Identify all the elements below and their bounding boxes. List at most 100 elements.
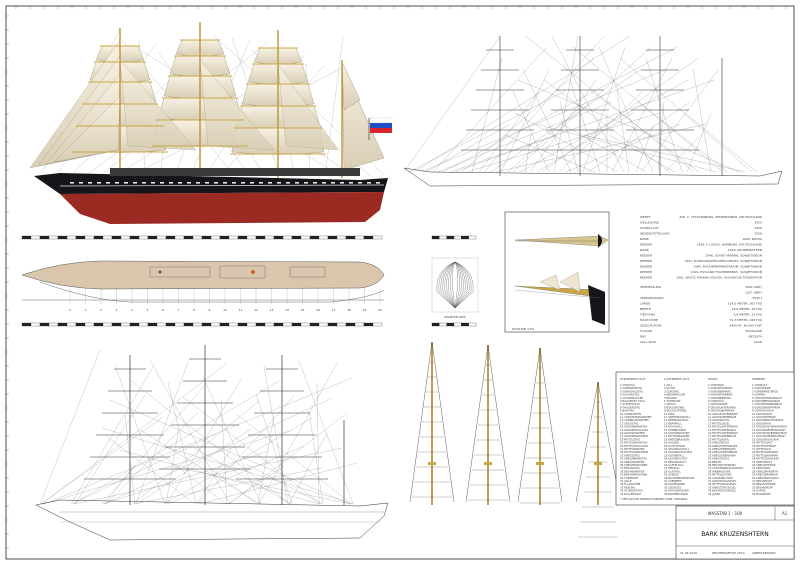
legend-item: 33 LEESEGEL <box>664 485 682 489</box>
porthole <box>196 182 200 184</box>
porthole <box>340 182 344 184</box>
rigging-line <box>512 90 550 173</box>
rigging-line <box>139 429 261 505</box>
particular-key: STAPELLAUF <box>640 226 659 230</box>
scale-segment <box>372 235 383 240</box>
scale-segment <box>30 235 41 240</box>
legend-item: 3 VORROYALSTAG <box>620 389 643 393</box>
legend-item: 22 MITTELPARDUNEN <box>620 450 648 454</box>
porthole <box>187 182 191 184</box>
porthole <box>160 182 164 184</box>
scale-segment <box>468 322 477 327</box>
legend-item: 12 OBERMARSFALL <box>664 418 689 422</box>
rigging-line <box>255 393 293 505</box>
rigging-line <box>543 79 671 173</box>
masts <box>72 22 343 178</box>
legend-item: 17 MITTELOBERBRAM <box>708 434 736 438</box>
rigging-line <box>522 68 572 173</box>
particular-key: WERFT <box>640 215 651 219</box>
station-line <box>454 261 460 309</box>
scale-segment <box>39 235 50 240</box>
legend-item: 15 MITTELOBERMARS <box>708 428 736 432</box>
rigging-line <box>684 112 758 173</box>
scale-segment <box>129 235 140 240</box>
scale-segment <box>183 235 194 240</box>
scale-segment <box>439 235 447 240</box>
particular-value: 3064 (GRT) <box>745 285 762 289</box>
scale-segment <box>111 235 122 240</box>
scale-segment <box>165 322 176 327</box>
scale-segment <box>273 235 284 240</box>
legend-item: 24 KREUZROYAL <box>708 457 730 461</box>
rigging-line <box>196 448 232 505</box>
porthole <box>88 182 92 184</box>
scale-segment <box>345 235 356 240</box>
legend-item: 29 MITTELKLÜVER <box>708 472 732 477</box>
rigging-line <box>507 101 587 173</box>
rigging-line <box>308 410 324 505</box>
particular-key: INDIENSTSTELLUNG <box>640 232 670 236</box>
frame-number: 6 <box>162 308 164 312</box>
legend-item: 25 BESANSCHOT <box>664 460 686 464</box>
rigging-line <box>71 433 217 505</box>
legend-item: 28 INNENKLÜVER <box>708 468 731 473</box>
legend-item: 11 GROSSOBERBRAM <box>708 415 736 419</box>
scale-segment <box>93 322 104 327</box>
frame-number: 15 <box>301 308 305 312</box>
rigging-line <box>167 381 197 505</box>
rigging-line <box>258 362 338 505</box>
legend-header: SPIEREN <box>752 377 765 381</box>
particular-value: 1257 (NRT) <box>745 291 762 295</box>
scale-segment <box>309 322 320 327</box>
legend-item: 21 KREUZOBERMARS <box>708 447 736 451</box>
scale-segment <box>282 235 293 240</box>
legend-item: 5 AUSSENKLÜVER <box>620 395 643 400</box>
porthole <box>106 182 110 184</box>
scale-segment <box>39 322 50 327</box>
legend-item: 15 VORBRASSEN <box>664 428 686 432</box>
scale-segment <box>300 235 311 240</box>
legend-item: 4 KLÜVERSTAG <box>620 392 639 397</box>
legend-item: 2 VORBRAMSTAG <box>620 386 642 390</box>
legend-item: 12 VORBRAMWANTEN <box>620 418 649 422</box>
rigging-line <box>42 430 290 505</box>
legend-item: 6 BUGSPRIET STAG <box>620 399 645 403</box>
title-scale: MASSTAB 1 : 100 <box>708 511 743 516</box>
rigging-line <box>657 101 665 173</box>
rigging-line <box>298 360 354 505</box>
legend-item: 1 FALL <box>664 383 673 387</box>
scale-segment <box>336 322 347 327</box>
rigging-line <box>512 46 652 173</box>
rigging-line <box>109 399 351 505</box>
scale-segment <box>264 235 275 240</box>
particular-value: RUSSLAND <box>746 329 763 333</box>
particular-key: FLAGGE <box>640 329 652 333</box>
scale-segment <box>453 322 462 327</box>
porthole <box>241 182 245 184</box>
scale-segment <box>363 322 374 327</box>
particular-value: 3545 t <box>752 296 763 300</box>
rigging-line <box>640 68 720 173</box>
scale-segment <box>66 322 77 327</box>
rigging-line <box>124 414 136 505</box>
legend-item: 23 KLÜVERFALL <box>664 452 685 457</box>
scale-segment <box>201 235 212 240</box>
legend-item: 20 KREUZUNTERMARS <box>708 444 738 448</box>
frame-number: 13 <box>270 308 274 312</box>
legend-item: 23 MITTELBRAMRAH <box>752 453 778 457</box>
rigging-line <box>466 112 660 173</box>
legend-item: 32 MITTELSTAGSEGEL <box>708 482 737 486</box>
porthole <box>268 182 272 184</box>
frame-number: 9 <box>209 308 211 312</box>
scale-segment <box>461 322 469 327</box>
rigging-line <box>692 68 712 173</box>
scale-segment <box>336 235 347 240</box>
porthole <box>376 182 380 184</box>
scale-segment <box>138 322 149 327</box>
legend-item: 3 GORDING <box>664 389 679 393</box>
hull-bottom <box>60 192 384 224</box>
scale-segment <box>66 235 77 240</box>
scale-segment <box>156 322 167 327</box>
